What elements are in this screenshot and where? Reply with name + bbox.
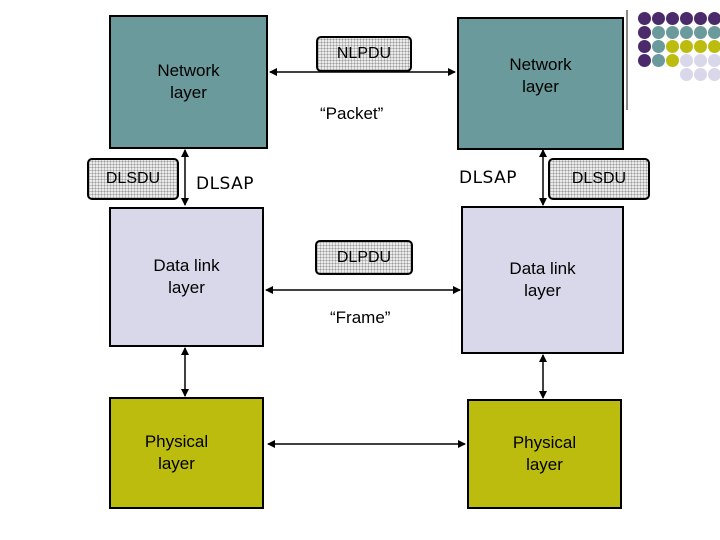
packet-label: “Packet” [320,104,384,123]
right-data-link-layer-label: Data link layer [509,259,576,300]
decorative-dot [708,54,720,67]
left-dlsdu-label: DLSDU [105,170,161,187]
right-physical-layer-label: Physical layer [512,433,577,474]
decorative-dot [708,40,720,53]
dlpdu-label: DLPDU [336,248,392,266]
decorative-dot [694,40,707,53]
decorative-dot [708,26,720,39]
decorative-divider-line [626,10,628,110]
right-network-layer: Network layer [457,17,624,150]
decorative-dot [666,12,679,25]
left-data-link-layer-label: Data link layer [153,256,220,297]
decorative-dot [666,54,679,67]
decorative-dot [708,12,720,25]
left-network-layer: Network layer [109,15,268,149]
dlpdu-box: DLPDU [315,240,413,275]
right-dlsap-label: DLSAP [459,168,518,188]
right-data-link-layer: Data link layer [461,206,624,354]
frame-label: “Frame” [330,308,391,327]
right-physical-layer: Physical layer [467,399,622,509]
nlpdu-box: NLPDU [316,36,412,72]
decorative-dot [652,40,665,53]
decorative-dot [652,54,665,67]
right-dlsdu-label: DLSDU [571,170,627,187]
right-dlsdu-box: DLSDU [548,158,650,200]
decorative-dot [694,12,707,25]
decorative-dot [666,40,679,53]
decorative-dot [638,54,651,67]
left-dlsdu-box: DLSDU [87,158,179,200]
right-network-layer-label: Network layer [509,55,572,96]
left-network-layer-label: Network layer [157,61,220,102]
left-data-link-layer: Data link layer [109,207,264,347]
decorative-dot [680,68,693,81]
left-physical-layer: Physical layer [109,397,264,509]
decorative-dot [666,26,679,39]
decorative-dot [652,12,665,25]
decorative-dot [694,68,707,81]
decorative-dot [638,12,651,25]
left-dlsap-label: DLSAP [196,174,255,194]
left-physical-layer-label: Physical layer [144,432,209,473]
decorative-dot [652,26,665,39]
decorative-dot [680,54,693,67]
decorative-dot [680,12,693,25]
decorative-dot [638,40,651,53]
decorative-dot [680,26,693,39]
decorative-dot [708,68,720,81]
decorative-dot [680,40,693,53]
decorative-dot [694,54,707,67]
decorative-dot [694,26,707,39]
nlpdu-label: NLPDU [336,45,392,62]
decorative-dot [638,26,651,39]
